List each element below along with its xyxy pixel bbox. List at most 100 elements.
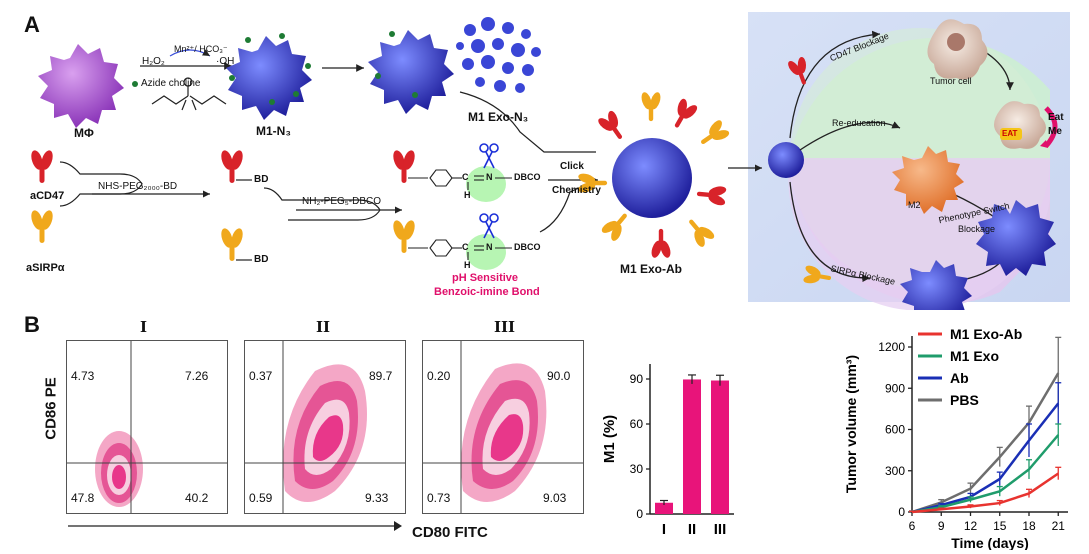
quad-ur-2: 89.7 [369, 369, 393, 383]
exosome-cluster [456, 17, 541, 93]
legend-label: M1 Exo [950, 348, 999, 364]
line-y-tick-label: 900 [885, 381, 905, 395]
label-bd-2: BD [254, 254, 269, 265]
label-nhs-peg: NHS-PEG₂₀₀₀-BD [98, 181, 178, 192]
label-m2: M2 [908, 200, 921, 210]
label-mphi: MΦ [74, 126, 94, 140]
macrophage-m1-n3 [226, 33, 312, 120]
eat-tag: EAT [1002, 129, 1018, 138]
highlight-imine-1 [466, 166, 506, 202]
label-benzoic-imine: Benzoic-imine Bond [434, 286, 540, 298]
macrophage-m1-bottom [900, 260, 972, 310]
antibody-acd47-bd [220, 150, 244, 183]
tumor-growth-chart: 0 300 600 900 1200 6 9 12 15 18 21 M1 Exo-Ab M1 ExoA… [843, 326, 1068, 550]
line-x-tick-label: 15 [993, 519, 1007, 533]
label-c-2: C [462, 242, 469, 252]
quad-ll-3: 0.73 [427, 491, 451, 505]
bar-category-label: I [662, 521, 666, 538]
line-y-tick-label: 300 [885, 464, 905, 478]
legend-label: PBS [950, 392, 979, 408]
label-bd-1: BD [254, 174, 269, 185]
series-line [911, 472, 1059, 514]
series-line [911, 372, 1060, 514]
line-y-title: Tumor volume (mm³) [843, 355, 859, 493]
label-blockage: Blockage [958, 224, 996, 234]
label-mn-reagent: Mn²⁺/ HCO₃⁻ [174, 44, 228, 54]
flow-plot-1: 4.73 7.26 47.8 40.2 [66, 340, 228, 514]
flow-label-2: II [316, 318, 331, 336]
benzoic-imine-structure [408, 169, 462, 257]
m1-exo-ab-particle [578, 92, 732, 258]
flow-plot-2: 0.37 89.7 0.59 9.33 [244, 340, 406, 514]
line-x-tick-label: 18 [1022, 519, 1036, 533]
label-tumor-cell: Tumor cell [930, 76, 972, 86]
flow-x-arrow [68, 521, 402, 531]
macrophage-eating-tumor [976, 101, 1058, 276]
flow-plot-3: 0.20 90.0 0.73 9.03 [422, 340, 584, 514]
label-click: Click [560, 161, 584, 172]
antibody-asirpa [30, 210, 54, 243]
label-re-education: Re-education [832, 118, 886, 128]
macrophage-m2 [892, 146, 964, 214]
line-y-tick-label: 600 [885, 423, 905, 437]
azide-choline-structure [151, 77, 227, 111]
flow-label-3: III [494, 318, 516, 336]
label-m1-exo-n3: M1 Exo-N₃ [468, 110, 529, 124]
label-me: Me [1048, 126, 1062, 137]
quad-lr-2: 9.33 [365, 491, 389, 505]
series-line [911, 402, 1060, 514]
scissors-icon [479, 143, 499, 239]
quad-ul-3: 0.20 [427, 369, 451, 383]
line-x-tick-label: 9 [938, 519, 945, 533]
label-asirpa: aSIRPα [26, 262, 65, 274]
quad-ur-3: 90.0 [547, 369, 571, 383]
quad-ll-1: 47.8 [71, 491, 95, 505]
bar-y-title: M1 (%) [601, 415, 618, 463]
label-oh: ·OH [216, 56, 235, 67]
label-h2o2: H₂O₂ [142, 56, 165, 67]
antibody-acd47 [30, 150, 54, 183]
label-nh2-peg: NH₂-PEG₅-DBCO [302, 196, 382, 207]
label-ph-sensitive: pH Sensitive [452, 272, 519, 284]
line-y-tick-label: 0 [898, 505, 905, 519]
line-x-title: Time (days) [951, 535, 1029, 550]
label-eat: Eat [1048, 112, 1064, 123]
bar [683, 379, 701, 514]
exosome-center [768, 142, 804, 178]
line-x-tick-label: 6 [909, 519, 916, 533]
label-m1-exo-ab: M1 Exo-Ab [620, 262, 683, 276]
bar [711, 380, 729, 514]
label-chemistry: Chemistry [552, 185, 601, 196]
bar-y-tick-label: 30 [630, 462, 644, 476]
quad-lr-1: 40.2 [185, 491, 209, 505]
flow-density-2 [245, 341, 405, 513]
series-line [911, 434, 1060, 514]
label-c-1: C [462, 172, 469, 182]
flow-density-1 [67, 341, 227, 513]
legend-label: M1 Exo-Ab [950, 326, 1022, 342]
label-n-2: N [486, 242, 493, 252]
macrophage-secreting-exosomes [368, 30, 454, 114]
bar-y-tick-label: 90 [630, 372, 644, 386]
line-x-tick-label: 21 [1052, 519, 1066, 533]
flow-label-1: I [140, 318, 148, 336]
quad-ll-2: 0.59 [249, 491, 273, 505]
antibody-asirpa-bd [220, 228, 244, 261]
label-dbco-2: DBCO [514, 242, 541, 252]
label-dbco-1: DBCO [514, 172, 541, 182]
line-x-tick-label: 12 [964, 519, 978, 533]
flow-density-3 [423, 341, 583, 513]
legend-label: Ab [950, 370, 969, 386]
line-y-tick-label: 1200 [878, 340, 905, 354]
quad-ul-1: 4.73 [71, 369, 95, 383]
macrophage-m0 [38, 44, 124, 128]
panel-a-scheme [30, 12, 1070, 310]
bar [655, 502, 673, 514]
label-h-1: H [464, 190, 471, 200]
label-acd47: aCD47 [30, 190, 65, 202]
bar-category-label: II [688, 521, 696, 538]
quad-lr-3: 9.03 [543, 491, 567, 505]
panel-a-letter: A [24, 12, 40, 37]
panel-b-letter: B [24, 312, 40, 337]
